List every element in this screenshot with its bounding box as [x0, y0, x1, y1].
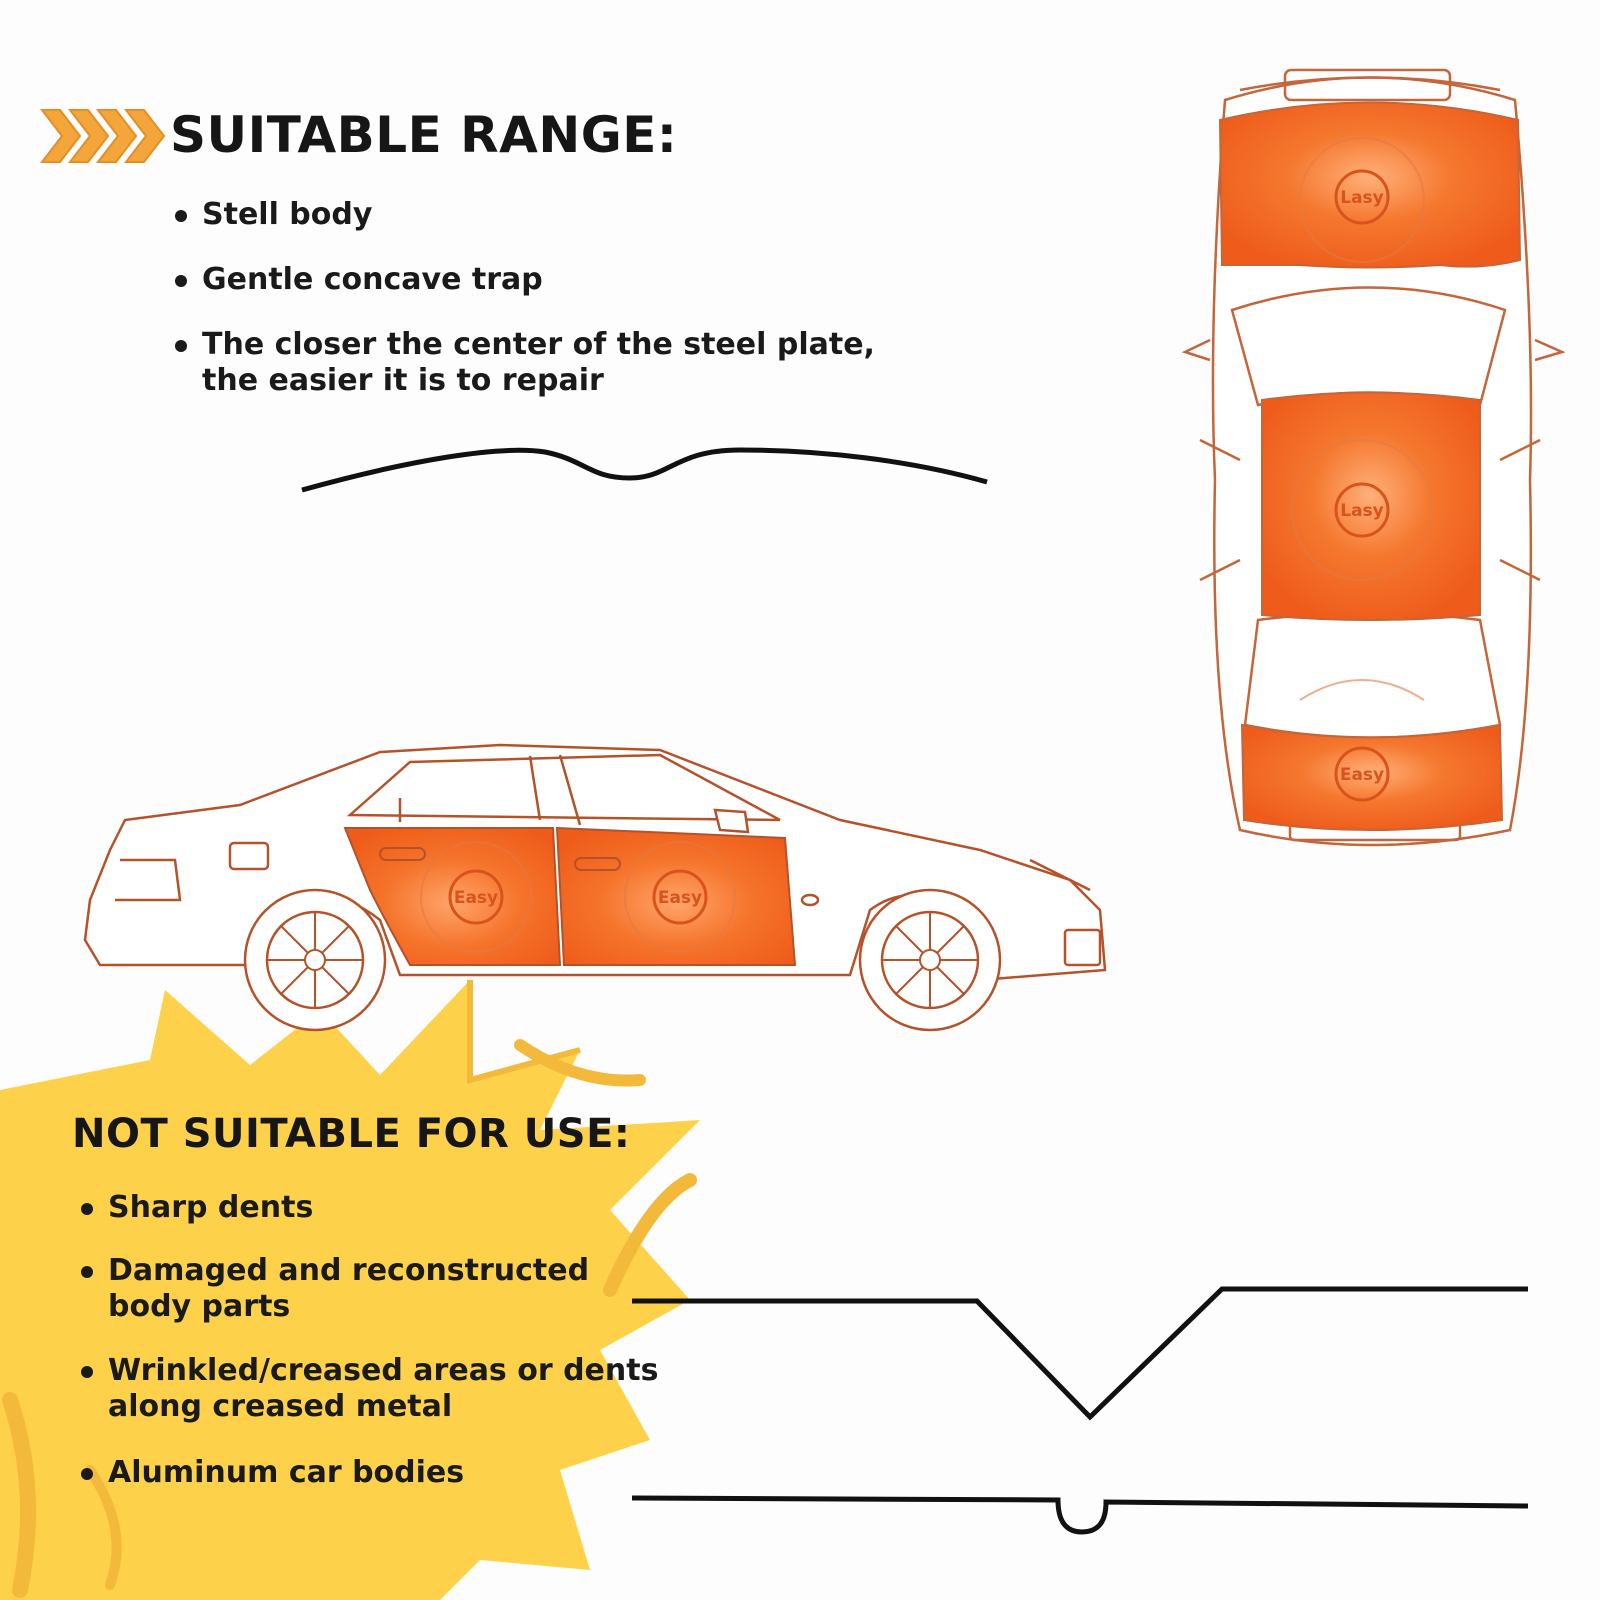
badge-top-2: Lasy [1340, 501, 1384, 521]
chevron-arrows-icon [40, 109, 166, 163]
gentle-dent-curve [301, 447, 988, 493]
starburst-shape [0, 980, 700, 1600]
suitable-item-3: The closer the center of the steel plate… [172, 327, 892, 399]
not-suitable-item-2: Damaged and reconstructed body parts [78, 1253, 678, 1325]
not-suitable-item-3: Wrinkled/creased areas or dents along cr… [78, 1353, 678, 1425]
not-suitable-item-1: Sharp dents [78, 1190, 678, 1226]
not-suitable-list: Sharp dents Damaged and reconstructed bo… [78, 1190, 678, 1491]
small-dent-line [631, 1495, 1529, 1535]
suitable-item-1: Stell body [172, 197, 892, 233]
car-side-view-illustration: Easy Easy [83, 743, 1107, 1032]
suitable-list: Stell body Gentle concave trap The close… [172, 197, 892, 399]
badge-top-1: Lasy [1340, 188, 1384, 208]
car-top-view-illustration: Lasy Lasy Easy [1181, 68, 1566, 847]
not-suitable-item-4: Aluminum car bodies [78, 1455, 678, 1491]
not-suitable-title: NOT SUITABLE FOR USE: [72, 1111, 631, 1157]
badge-top-3: Easy [1340, 765, 1384, 785]
suitable-item-2: Gentle concave trap [172, 262, 892, 298]
sharp-dent-line [632, 1286, 1528, 1421]
badge-side-2: Easy [658, 888, 702, 908]
badge-side-1: Easy [454, 888, 498, 908]
suitable-range-title: SUITABLE RANGE: [170, 106, 678, 164]
